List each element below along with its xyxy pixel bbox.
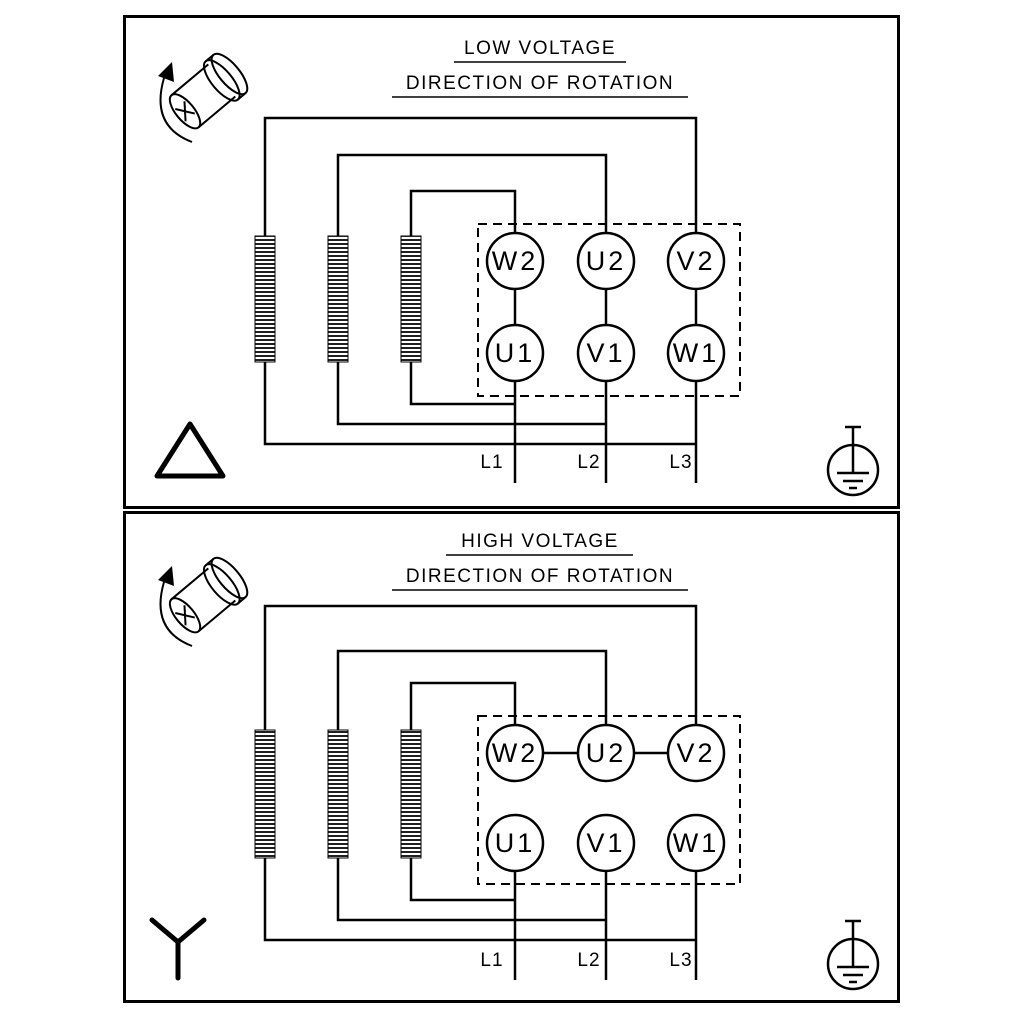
panel-title: LOW VOLTAGE [464, 38, 616, 59]
wire-coil3-to-L1 [409, 858, 515, 902]
winding-coils [254, 729, 422, 859]
terminal-w1: W1 [666, 813, 726, 873]
terminal-w2: W2 [485, 723, 545, 783]
terminal-u1: U1 [485, 323, 545, 383]
terminal-v2-label: V2 [676, 246, 715, 276]
winding-coil-1 [254, 235, 276, 363]
wiring [263, 116, 698, 483]
wire-coil1-to-L3 [263, 858, 696, 942]
winding-coil-2 [327, 235, 349, 363]
terminal-u2-label: U2 [586, 246, 627, 276]
lead-label-l1: L1 [480, 452, 503, 473]
wire-coil2-to-U2 [336, 153, 608, 236]
title-block: HIGH VOLTAGE DIRECTION OF ROTATION [392, 531, 688, 591]
terminal-v2: V2 [666, 231, 726, 291]
supply-leads: L1 L2 L3 [480, 950, 692, 971]
terminal-v2-label: V2 [676, 738, 715, 768]
wire-coil2-to-L2 [336, 362, 606, 426]
high-voltage-panel: HIGH VOLTAGE DIRECTION OF ROTATION [123, 511, 900, 1003]
winding-coil-3 [400, 729, 422, 859]
winding-coils [254, 235, 422, 363]
terminal-u1-label: U1 [495, 828, 536, 858]
rotation-shaft-icon [158, 52, 249, 143]
terminal-u1-label: U1 [495, 338, 536, 368]
winding-coil-3 [400, 235, 422, 363]
delta-icon [154, 421, 226, 479]
wire-coil2-to-U2 [336, 649, 608, 730]
earth-ground-icon [826, 919, 880, 991]
panel-title: HIGH VOLTAGE [461, 531, 619, 552]
terminal-w2-label: W2 [492, 246, 539, 276]
rotation-arrow-arc [159, 77, 193, 143]
terminal-w1-label: W1 [673, 338, 720, 368]
rotation-arrow-head [158, 566, 174, 586]
wire-coil3-to-W2 [409, 681, 517, 730]
lead-label-l1: L1 [480, 950, 503, 971]
wire-coil3-to-L1 [409, 362, 515, 406]
rotation-arrow-head [158, 62, 174, 82]
rotation-arrow-arc [159, 581, 193, 647]
wiring [263, 604, 698, 980]
terminal-board: W2 U2 V2 U1 V1 [477, 223, 741, 397]
low-voltage-drawing: LOW VOLTAGE DIRECTION OF ROTATION [154, 38, 880, 497]
title-block: LOW VOLTAGE DIRECTION OF ROTATION [392, 38, 688, 98]
low-voltage-panel: LOW VOLTAGE DIRECTION OF ROTATION [123, 15, 900, 509]
terminal-w1-label: W1 [673, 828, 720, 858]
lead-label-l3: L3 [669, 950, 692, 971]
high-voltage-drawing: HIGH VOLTAGE DIRECTION OF ROTATION [149, 531, 880, 991]
panel-subtitle: DIRECTION OF ROTATION [406, 566, 674, 587]
terminal-board-outline [477, 223, 741, 397]
supply-leads: L1 L2 L3 [480, 452, 692, 473]
terminal-board: W2 U2 V2 U1 V1 [477, 715, 741, 885]
panel-subtitle: DIRECTION OF ROTATION [406, 73, 674, 94]
terminal-u2: U2 [576, 723, 636, 783]
star-icon [149, 917, 207, 981]
terminal-board-outline [477, 715, 741, 885]
rotation-shaft-icon [158, 556, 249, 647]
lead-label-l2: L2 [577, 950, 600, 971]
earth-ground-icon [826, 425, 880, 497]
terminal-u2-label: U2 [586, 738, 627, 768]
wire-coil1-to-V2 [263, 116, 698, 236]
winding-coil-1 [254, 729, 276, 859]
lead-label-l3: L3 [669, 452, 692, 473]
terminal-u1: U1 [485, 813, 545, 873]
terminal-v2: V2 [666, 723, 726, 783]
terminal-w2-label: W2 [492, 738, 539, 768]
wire-coil3-to-W2 [409, 189, 517, 236]
wire-coil1-to-L3 [263, 362, 696, 446]
wire-coil1-to-V2 [263, 604, 698, 730]
wire-coil2-to-L2 [336, 858, 606, 922]
terminal-v1: V1 [576, 323, 636, 383]
terminal-w1: W1 [666, 323, 726, 383]
terminal-v1-label: V1 [586, 338, 625, 368]
winding-coil-2 [327, 729, 349, 859]
lead-label-l2: L2 [577, 452, 600, 473]
terminal-v1: V1 [576, 813, 636, 873]
terminal-u2: U2 [576, 231, 636, 291]
terminal-v1-label: V1 [586, 828, 625, 858]
terminal-w2: W2 [485, 231, 545, 291]
